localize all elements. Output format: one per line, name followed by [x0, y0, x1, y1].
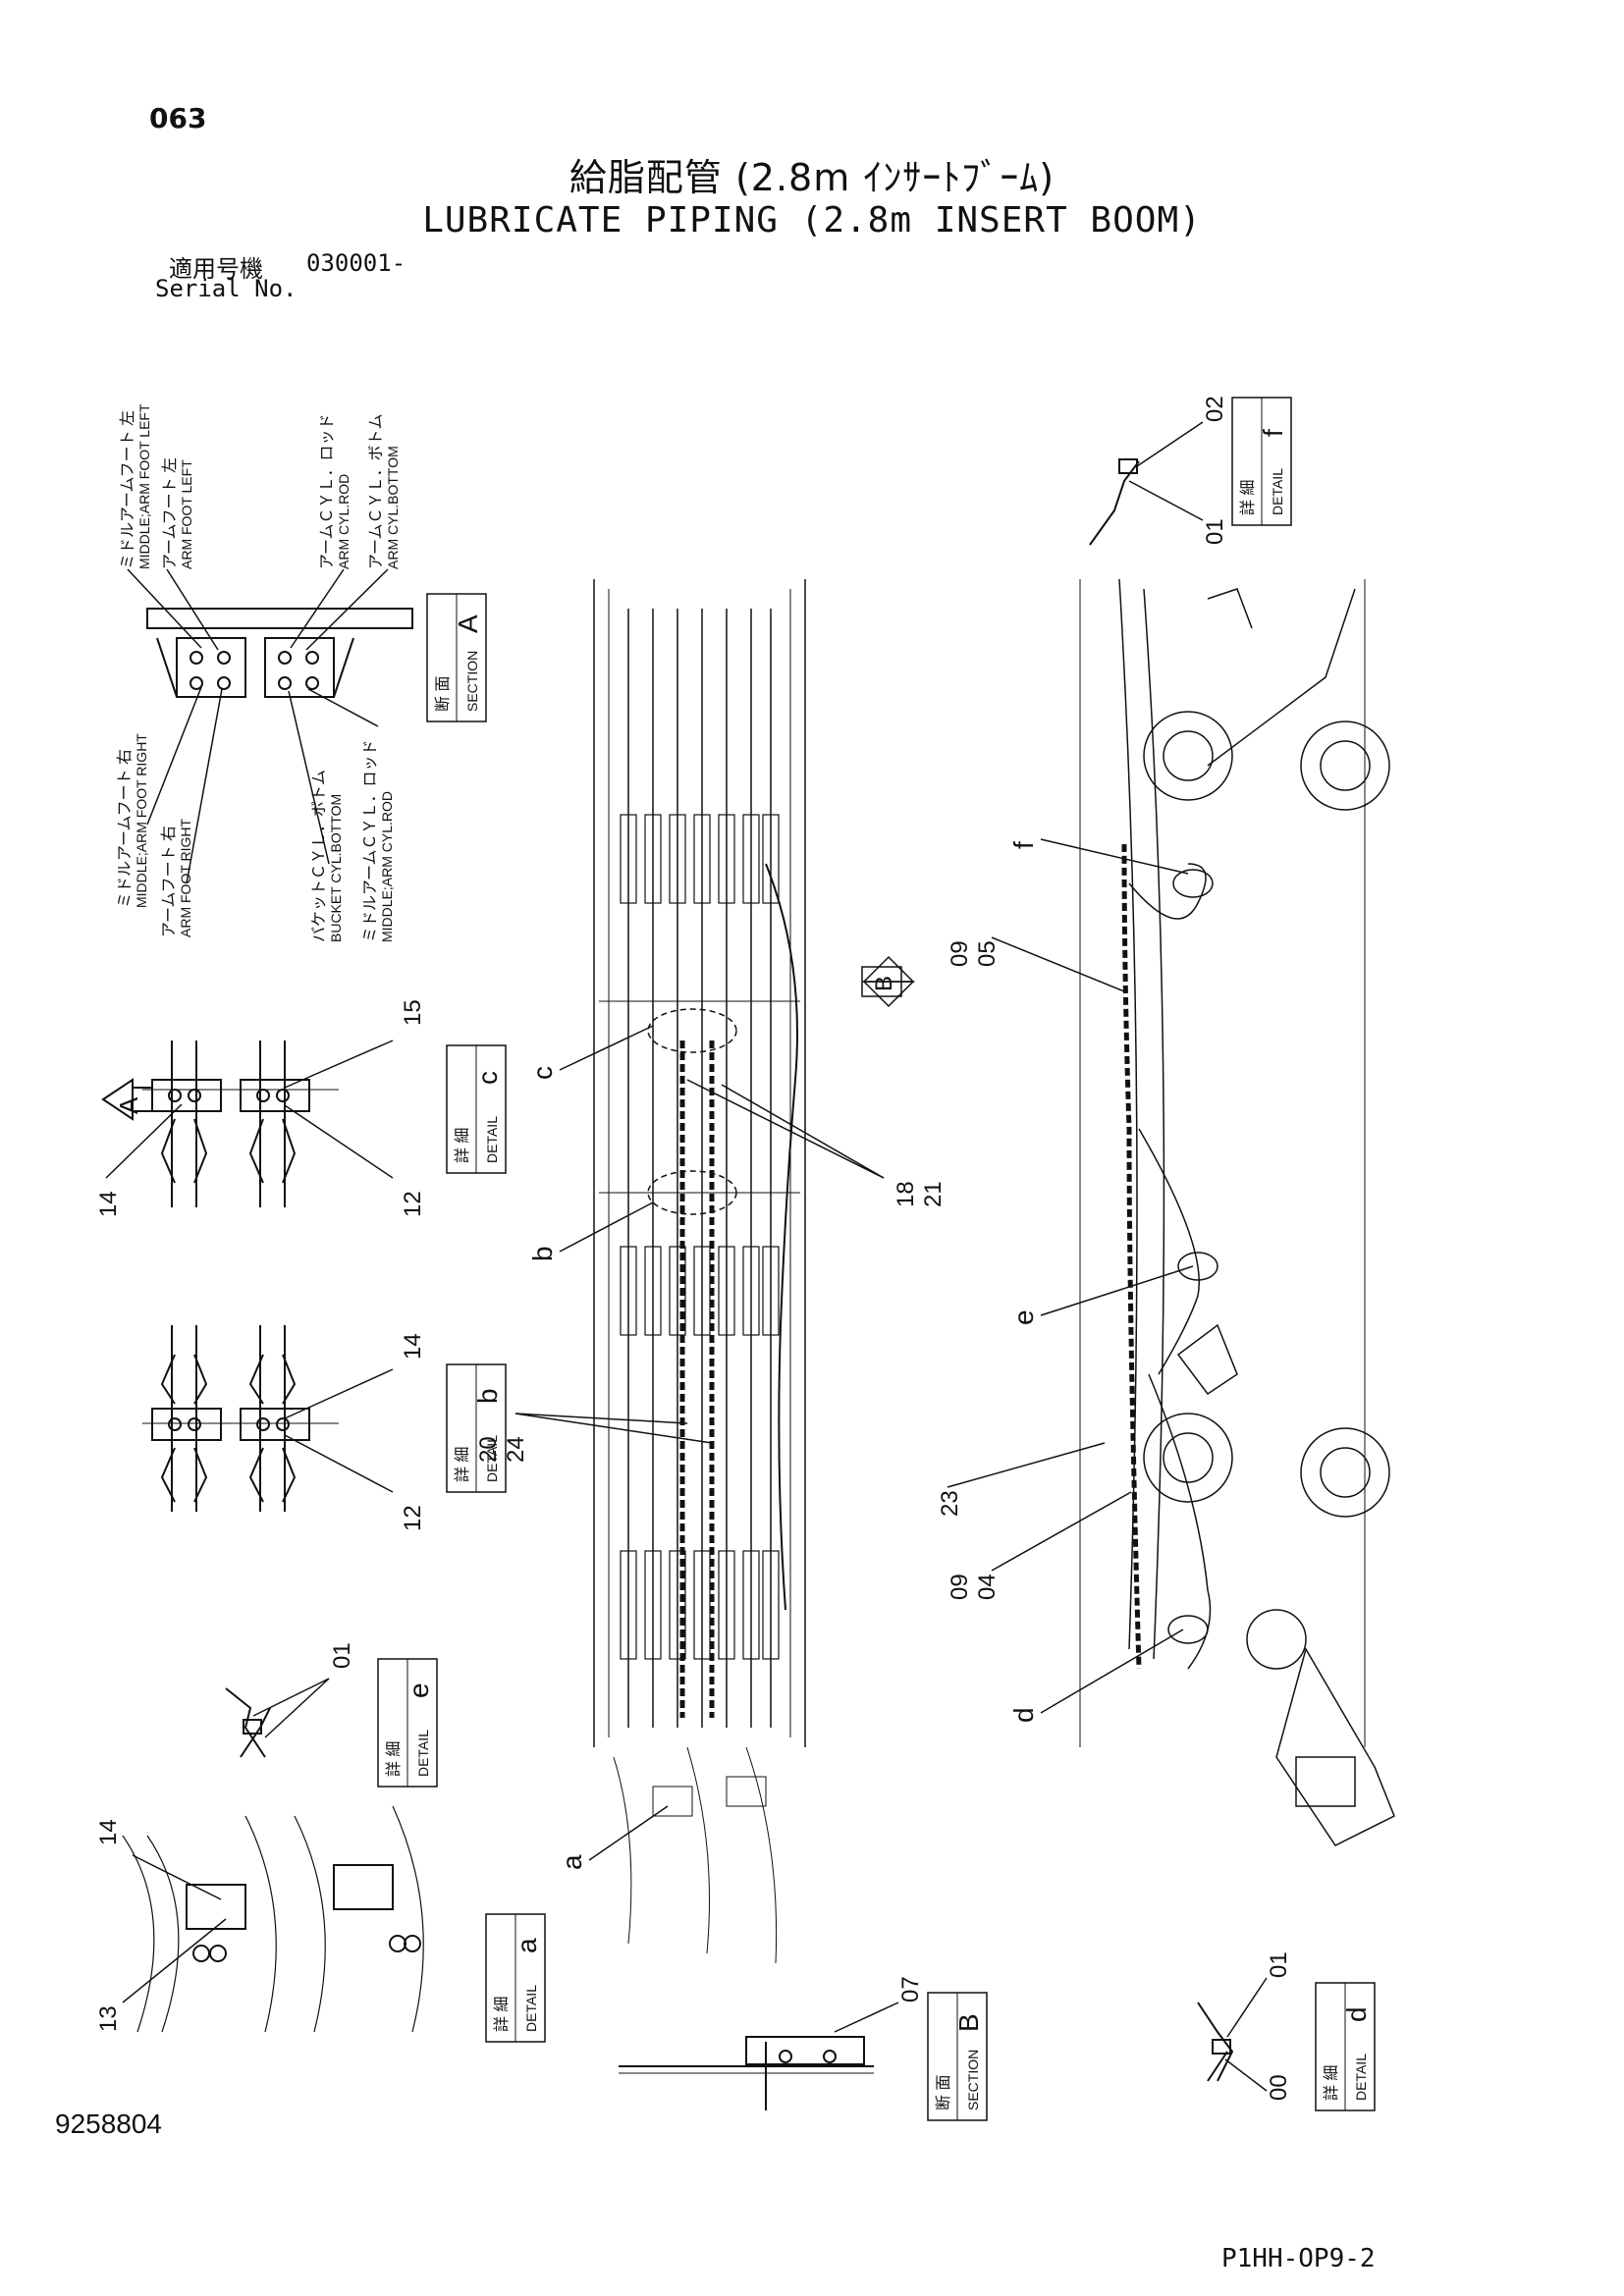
detail-f-part-02: 02: [1202, 396, 1228, 422]
detail-c-part-15: 15: [400, 999, 426, 1026]
detail-b-box-jp: 詳 細: [454, 1447, 471, 1482]
section-a-box: 断 面 SECTION A: [426, 593, 487, 722]
page-number: 063: [149, 102, 207, 134]
label-arm-cyl-rod-en: ARM CYL.ROD: [336, 474, 352, 569]
detail-f-box-jp: 詳 細: [1239, 480, 1257, 515]
section-b-letter: B: [953, 2013, 984, 2032]
part-21: 21: [920, 1181, 947, 1207]
detail-a-box: 詳 細 DETAIL a: [485, 1913, 546, 2043]
detail-f-box-en: DETAIL: [1270, 468, 1285, 515]
detail-f-letter: f: [1258, 429, 1288, 437]
detail-d-box-en: DETAIL: [1353, 2054, 1369, 2101]
detail-a-letter: a: [512, 1938, 542, 1953]
section-a-letter: A: [453, 614, 483, 633]
part-18: 18: [893, 1181, 919, 1207]
label-middle-arm-foot-left-jp: ミドルアームフート 左: [119, 410, 136, 569]
detail-a-box-jp: 詳 細: [493, 1997, 511, 2032]
detail-b-box: 詳 細 DETAIL b: [446, 1363, 507, 1493]
detail-c-box-jp: 詳 細: [454, 1128, 471, 1163]
label-bucket-cyl-bottom-en: BUCKET CYL.BOTTOM: [328, 794, 344, 942]
label-arm-cyl-rod-jp: アームＣＹＬ．ロッド: [319, 413, 336, 569]
callout-b: b: [527, 1246, 558, 1261]
serial-value: 030001-: [306, 249, 406, 277]
drawing-code: P1HH-OP9-2: [1221, 2244, 1376, 2273]
label-bucket-cyl-bottom-jp: バケットＣＹＬ．ボトム: [310, 770, 328, 942]
label-arm-cyl-bottom-jp: アームＣＹＬ．ボトム: [367, 413, 385, 569]
label-middle-arm-cyl-rod-jp: ミドルアームＣＹＬ．ロッド: [362, 739, 379, 942]
label-middle-arm-foot-right-jp: ミドルアームフート 右: [116, 749, 134, 908]
detail-b-part-14: 14: [400, 1333, 426, 1360]
detail-e-view: [225, 1678, 330, 1758]
callout-f: f: [1008, 841, 1039, 849]
detail-b-part-12: 12: [400, 1505, 426, 1531]
detail-d-box-jp: 詳 細: [1323, 2065, 1340, 2101]
page-title-jp: 給脂配管 (2.8m ｲﾝｻｰﾄﾌﾞｰﾑ): [568, 156, 1056, 199]
detail-a-view: [122, 1805, 424, 2033]
callout-a: a: [557, 1854, 587, 1870]
section-a-view: [127, 568, 413, 884]
section-b-box: 断 面 SECTION B: [927, 1992, 988, 2121]
main-boom-top-view: [514, 579, 915, 1964]
detail-e-box: 詳 細 DETAIL e: [377, 1658, 438, 1788]
detail-f-part-01: 01: [1202, 518, 1228, 545]
detail-c-letter: c: [472, 1071, 503, 1085]
detail-f-view: [1089, 421, 1204, 546]
main-boom-side-view: [947, 578, 1395, 1846]
part-04: 04: [974, 1574, 1001, 1600]
label-arm-foot-left-jp: アームフート 左: [161, 457, 179, 569]
part-09-a: 09: [947, 940, 973, 967]
part-24: 24: [503, 1436, 529, 1463]
section-b-part-07: 07: [897, 1976, 924, 2002]
detail-e-letter: e: [404, 1682, 434, 1698]
detail-e-box-en: DETAIL: [415, 1730, 431, 1777]
detail-c-box-en: DETAIL: [484, 1116, 500, 1163]
label-middle-arm-foot-left-en: MIDDLE;ARM FOOT LEFT: [136, 403, 152, 569]
callout-c: c: [527, 1066, 558, 1080]
arrow-a-label: A: [114, 1096, 143, 1114]
document-number: 9258804: [55, 2109, 163, 2139]
detail-b-box-en: DETAIL: [484, 1435, 500, 1482]
detail-d-part-01: 01: [1266, 1951, 1292, 1978]
detail-d-view: [1197, 1977, 1268, 2092]
part-05: 05: [974, 940, 1001, 967]
detail-d-box: 詳 細 DETAIL d: [1315, 1982, 1376, 2111]
detail-e-part-01: 01: [329, 1642, 355, 1669]
serial-label-en: Serial No.: [155, 275, 298, 302]
section-b-box-en: SECTION: [965, 2050, 981, 2110]
part-23: 23: [937, 1490, 963, 1517]
label-arm-foot-right-jp: アームフート 右: [160, 826, 178, 937]
callout-e: e: [1008, 1309, 1039, 1325]
detail-e-box-jp: 詳 細: [385, 1741, 403, 1777]
part-09-b: 09: [947, 1574, 973, 1600]
label-middle-arm-foot-right-en: MIDDLE;ARM FOOT RIGHT: [134, 733, 149, 908]
label-arm-cyl-bottom-en: ARM CYL.BOTTOM: [385, 446, 401, 569]
label-arm-foot-right-en: ARM FOOT RIGHT: [178, 818, 193, 937]
section-b-view: [619, 2002, 899, 2110]
serial-label-jp: 適用号機: [169, 255, 263, 283]
part-20: 20: [475, 1436, 502, 1463]
page-title-en: LUBRICATE PIPING (2.8m INSERT BOOM): [422, 200, 1202, 240]
detail-c-box: 詳 細 DETAIL c: [446, 1044, 507, 1174]
section-a-box-en: SECTION: [464, 651, 480, 712]
detail-c-view: [101, 1040, 394, 1207]
detail-d-part-00: 00: [1266, 2074, 1292, 2101]
section-b-box-jp: 断 面: [935, 2075, 952, 2110]
detail-f-box: 詳 細 DETAIL f: [1231, 397, 1292, 526]
label-middle-arm-cyl-rod-en: MIDDLE;ARM CYL.ROD: [379, 791, 395, 942]
detail-a-part-13: 13: [95, 2005, 122, 2032]
detail-b-view: [142, 1325, 394, 1512]
detail-c-part-12: 12: [400, 1191, 426, 1217]
detail-a-part-14: 14: [95, 1819, 122, 1845]
arrow-b-label: B: [871, 976, 897, 991]
detail-b-letter: b: [472, 1388, 503, 1404]
detail-a-box-en: DETAIL: [523, 1985, 539, 2032]
detail-c-part-14: 14: [95, 1191, 122, 1217]
section-a-box-jp: 断 面: [434, 676, 452, 712]
callout-d: d: [1008, 1707, 1039, 1723]
detail-d-letter: d: [1341, 2006, 1372, 2022]
label-arm-foot-left-en: ARM FOOT LEFT: [179, 459, 194, 569]
